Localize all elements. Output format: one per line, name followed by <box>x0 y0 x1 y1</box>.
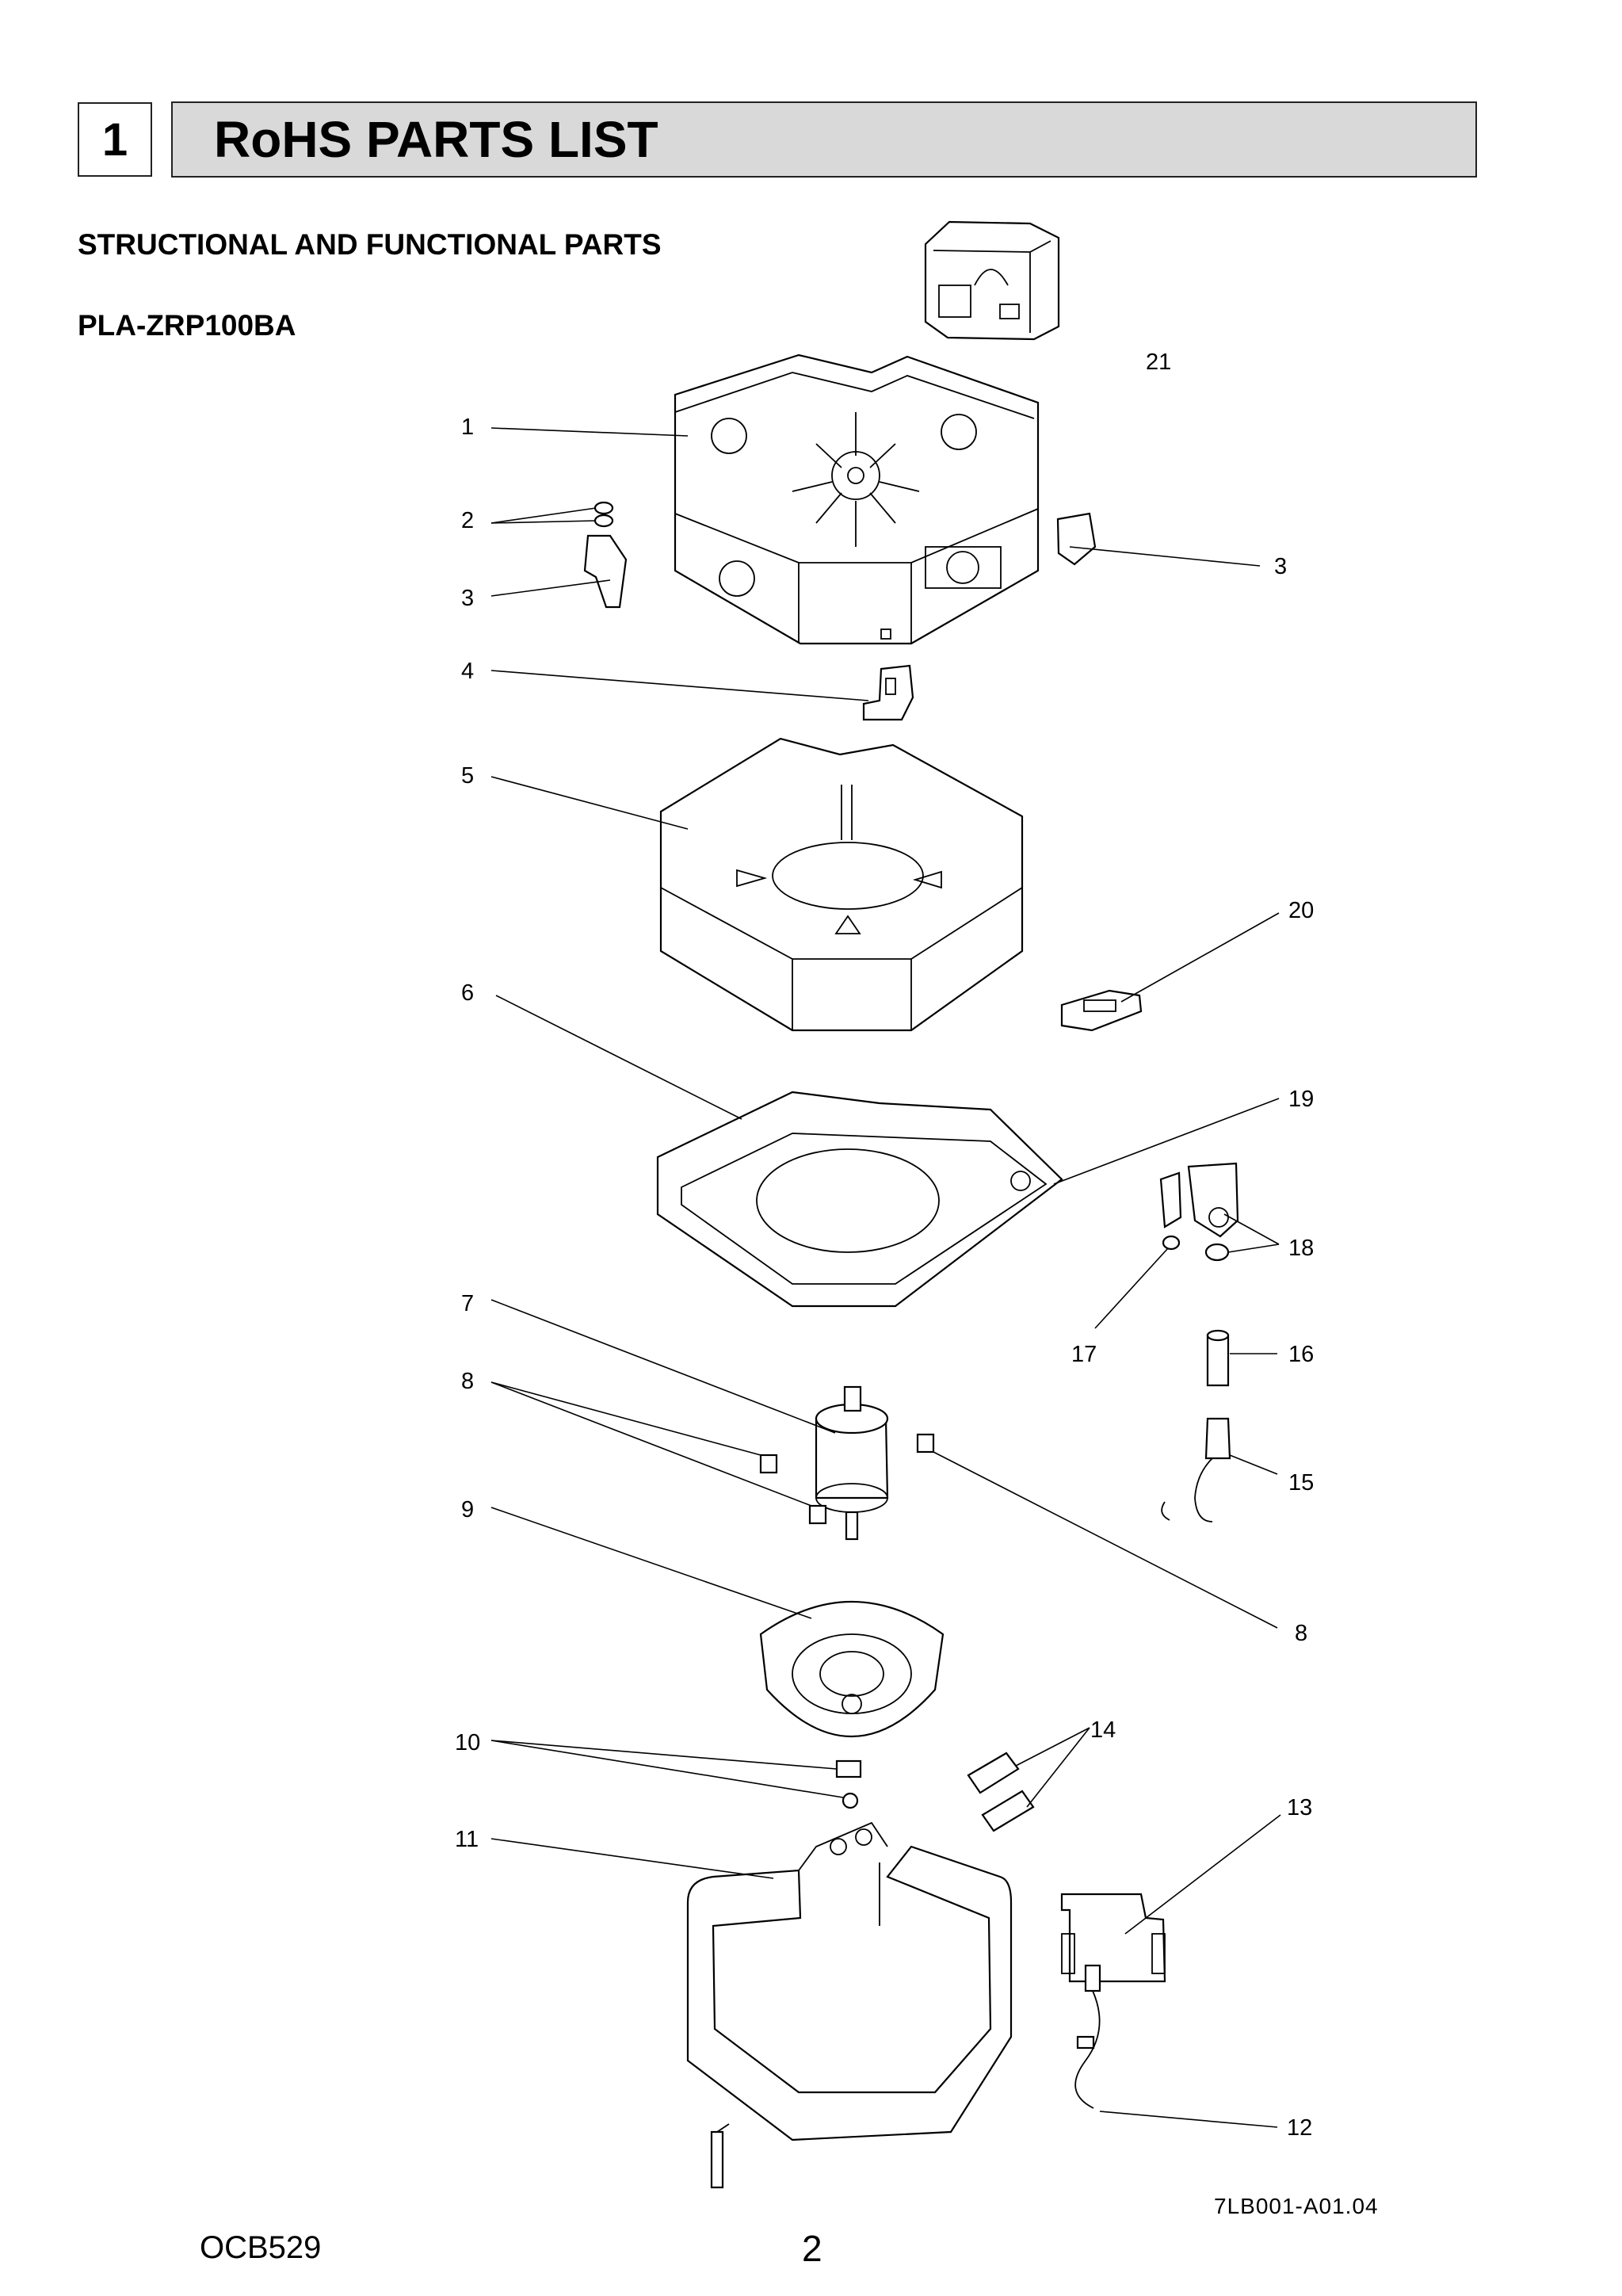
part-7-fan-motor <box>815 1385 889 1541</box>
part-17-screw <box>1162 1235 1181 1251</box>
callout-2: 2 <box>461 508 474 533</box>
callout-11: 11 <box>455 1827 479 1852</box>
callout-labels: 1 2 3 3 4 5 6 7 8 8 9 10 11 12 13 14 15 … <box>455 350 1314 2141</box>
model-name: PLA-ZRP100BA <box>78 309 296 342</box>
leader-lines <box>490 427 1281 2128</box>
part-14-pipe-sleeves <box>967 1752 1035 1832</box>
callout-19: 19 <box>1288 1087 1314 1112</box>
part-4-bracket <box>862 664 914 721</box>
page-number: 2 <box>802 2228 822 2269</box>
document-code: OCB529 <box>200 2230 322 2265</box>
callout-7: 7 <box>461 1291 474 1316</box>
callout-20: 20 <box>1288 898 1314 923</box>
callout-3-left: 3 <box>461 586 474 611</box>
part-5-drain-pan <box>659 737 1024 1032</box>
page-title: RoHS PARTS LIST <box>171 101 1477 178</box>
callout-13: 13 <box>1287 1795 1312 1820</box>
part-21-electrical-box <box>924 220 1060 341</box>
part-10-nut-washer <box>835 1759 862 1809</box>
part-12-thermistor <box>1074 1964 1101 2109</box>
part-15-float-switch <box>1161 1417 1231 1522</box>
part-1-casing <box>674 353 1040 645</box>
callout-1: 1 <box>461 415 474 440</box>
part-9-turbo-fan <box>759 1601 945 1737</box>
part-8-rubber-mounts <box>759 1433 935 1525</box>
part-3-bracket-left <box>583 534 628 609</box>
part-2-washers <box>593 501 614 528</box>
section-number: 1 <box>78 102 152 177</box>
drawing-code: 7LB001-A01.04 <box>1214 2194 1379 2218</box>
callout-14: 14 <box>1090 1717 1116 1743</box>
part-20-panel-part <box>1060 989 1143 1032</box>
part-18-motor-parts <box>1187 1162 1239 1262</box>
part-16-sleeve <box>1206 1329 1230 1387</box>
callout-12: 12 <box>1287 2115 1312 2141</box>
callout-16: 16 <box>1288 1342 1314 1367</box>
callout-9: 9 <box>461 1497 474 1522</box>
callout-18: 18 <box>1288 1236 1314 1261</box>
callout-21: 21 <box>1146 350 1171 375</box>
callout-4: 4 <box>461 659 474 684</box>
part-3-bracket-right <box>1056 512 1097 566</box>
callout-17: 17 <box>1071 1342 1097 1367</box>
callout-10: 10 <box>455 1730 480 1755</box>
part-bracket-bottom <box>710 2123 730 2189</box>
part-11-heat-exchanger <box>686 1821 1013 2141</box>
callout-6: 6 <box>461 980 474 1006</box>
callout-8-left: 8 <box>461 1369 474 1394</box>
callout-8-right: 8 <box>1295 1621 1307 1646</box>
callout-15: 15 <box>1288 1470 1314 1496</box>
part-6-base-panel <box>656 1091 1063 1308</box>
part-13-cover-plate <box>1060 1893 1166 1983</box>
part-19-sensor-bracket <box>1159 1171 1182 1228</box>
section-subtitle: STRUCTIONAL AND FUNCTIONAL PARTS <box>78 228 662 261</box>
callout-5: 5 <box>461 763 474 789</box>
callout-3-right: 3 <box>1274 554 1287 579</box>
